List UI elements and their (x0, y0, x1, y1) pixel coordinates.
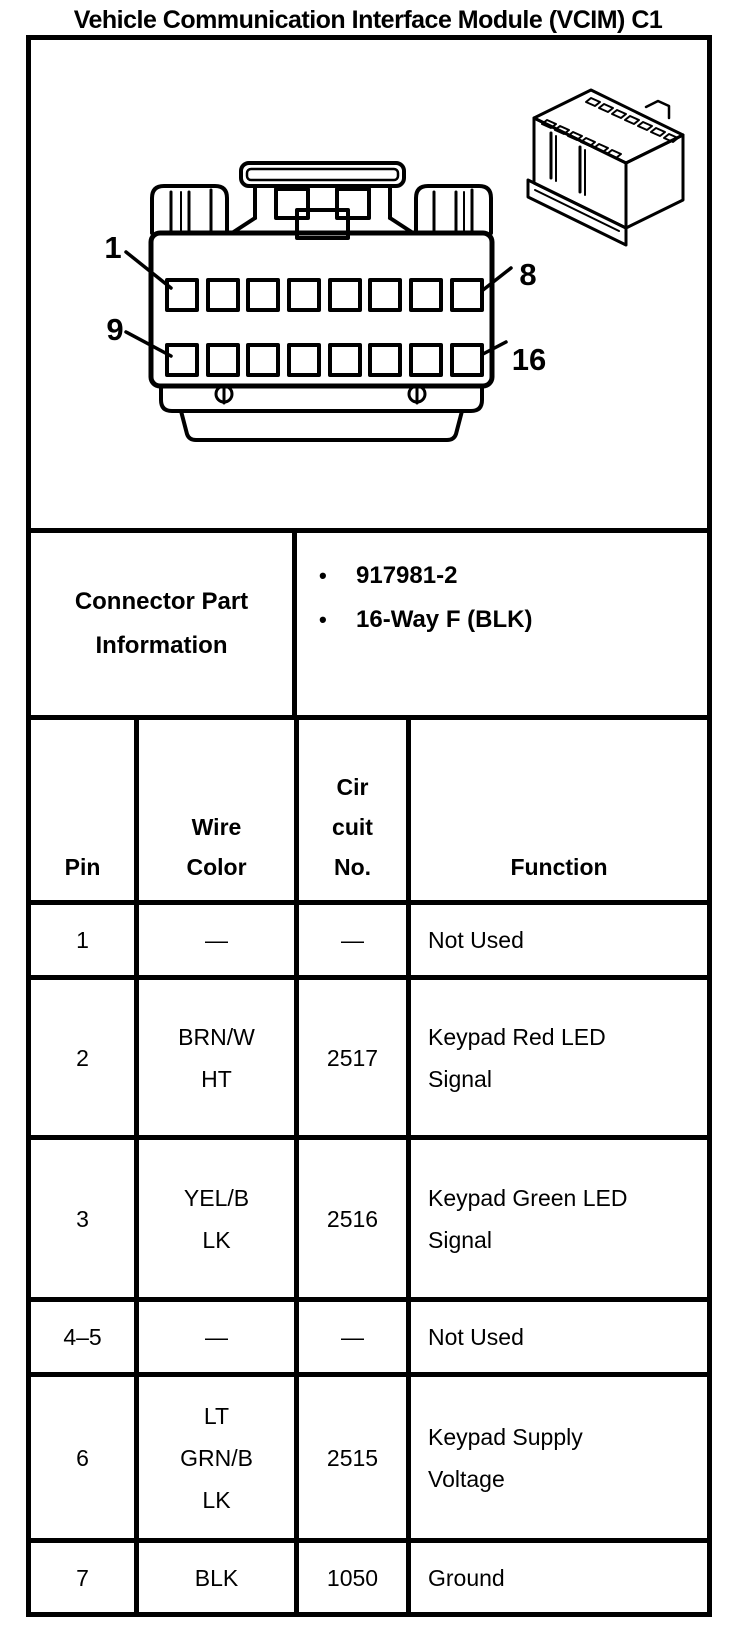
table-row: 1 — — Not Used (31, 900, 707, 975)
pin-row-top (165, 278, 484, 312)
connector-type: 16-Way F (BLK) (356, 606, 533, 633)
wire-color-cell: BRN/W HT (134, 980, 294, 1135)
connector-part-info-values: • 917981-2 • 16-Way F (BLK) (292, 533, 707, 715)
connector-isometric-view (526, 88, 685, 247)
pin-label-8: 8 (519, 257, 536, 292)
circuit-no-cell: — (294, 1302, 406, 1372)
wire-color-cell: BLK (134, 1543, 294, 1612)
bullet-icon: • (319, 607, 327, 632)
circuit-no-cell: 2516 (294, 1140, 406, 1297)
table-row: 7 BLK 1050 Ground (31, 1538, 707, 1612)
table-row: 3 YEL/B LK 2516 Keypad Green LED Signal (31, 1135, 707, 1297)
wire-color-cell: — (134, 1302, 294, 1372)
connector-figure-cell: 1 8 9 16 (31, 40, 707, 528)
function-cell: Keypad Green LED Signal (406, 1140, 707, 1297)
pin-cell: 7 (76, 1564, 89, 1591)
wire-color-cell: YEL/B LK (134, 1140, 294, 1297)
connector-front-view (148, 161, 495, 442)
function-cell: Keypad Red LED Signal (406, 980, 707, 1135)
header-pin: Pin (64, 854, 101, 880)
function-cell: Ground (406, 1543, 707, 1612)
list-item: • 16-Way F (BLK) (319, 598, 707, 642)
pin-label-9: 9 (106, 312, 123, 347)
table-row: 6 LT GRN/B LK 2515 Keypad Supply Voltage (31, 1372, 707, 1538)
function-cell: Not Used (406, 905, 707, 975)
circuit-no-cell: — (294, 905, 406, 975)
bullet-icon: • (319, 563, 327, 588)
connector-part-info-row: Connector Part Information • 917981-2 • … (31, 528, 707, 715)
connector-part-info-label: Connector Part Information (74, 588, 249, 659)
pin-cell: 1 (76, 927, 89, 953)
pin-cell: 3 (76, 1205, 89, 1232)
function-cell: Not Used (406, 1302, 707, 1372)
pin-label-16: 16 (512, 342, 546, 377)
table-row: 4–5 — — Not Used (31, 1297, 707, 1372)
wire-color-cell: LT GRN/B LK (134, 1377, 294, 1538)
connector-diagram: 1 8 9 16 (104, 88, 685, 442)
pin-callouts: 1 8 9 16 (104, 230, 546, 377)
pin-row-bottom (165, 343, 484, 377)
list-item: • 917981-2 (319, 554, 707, 598)
circuit-no-cell: 2517 (294, 980, 406, 1135)
connector-document-table: 1 8 9 16 (26, 35, 712, 1617)
pin-table-header-row: Pin Wire Color Cir cuit No. Function (31, 715, 707, 900)
pin-cell: 4–5 (63, 1324, 102, 1350)
part-number: 917981-2 (356, 562, 458, 589)
header-function: Function (406, 720, 707, 900)
circuit-no-cell: 1050 (294, 1543, 406, 1612)
page-title: Vehicle Communication Interface Module (… (73, 6, 663, 34)
pin-label-1: 1 (104, 230, 121, 265)
wire-color-cell: — (134, 905, 294, 975)
pin-cell: 6 (76, 1444, 89, 1471)
circuit-no-cell: 2515 (294, 1377, 406, 1538)
header-wire-color: Wire Color (134, 720, 294, 900)
table-row: 2 BRN/W HT 2517 Keypad Red LED Signal (31, 975, 707, 1135)
function-cell: Keypad Supply Voltage (406, 1377, 707, 1538)
header-circuit-no: Cir cuit No. (294, 720, 406, 900)
pin-cell: 2 (76, 1044, 89, 1071)
